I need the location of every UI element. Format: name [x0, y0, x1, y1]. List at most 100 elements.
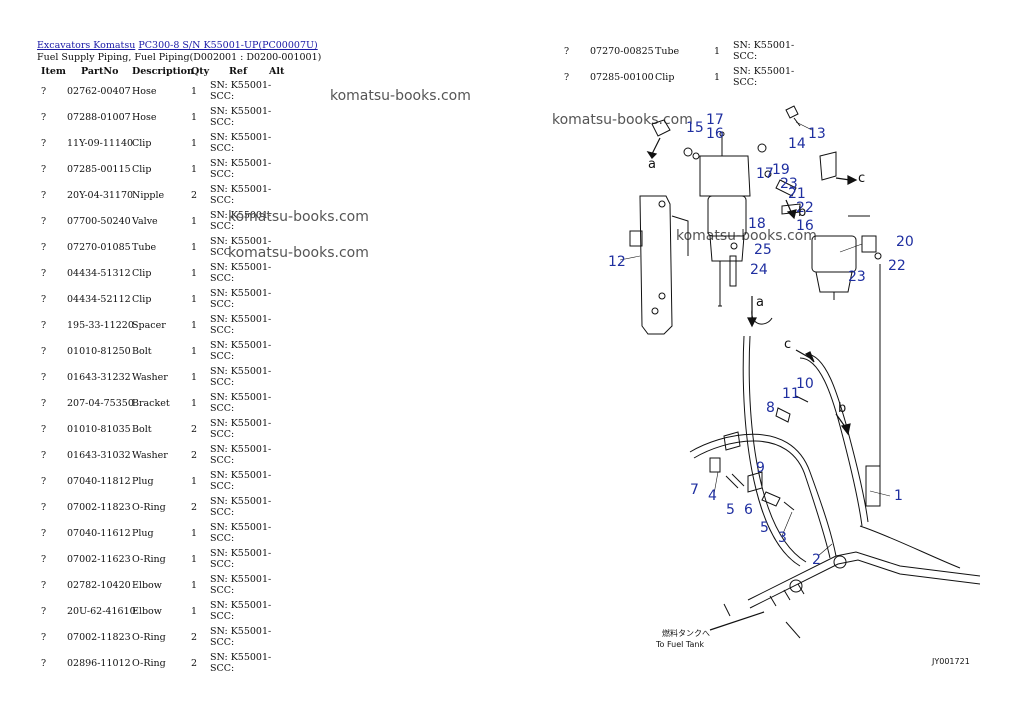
cell-qty: 1: [191, 320, 198, 331]
callout-number: 5: [760, 520, 769, 536]
cell-partno: 07285-00100: [590, 72, 654, 83]
callout-number: 5: [726, 502, 735, 518]
cell-item: ?: [41, 632, 47, 643]
callout-number: 13: [808, 126, 826, 142]
cell-qty: 2: [191, 502, 198, 513]
callout-number: 25: [754, 242, 772, 258]
connection-letter: b: [838, 401, 846, 416]
callout-number: 16: [706, 126, 724, 142]
cell-partno: 01010-81035: [67, 424, 131, 435]
cell-ref: SN: K55001-SCC:: [210, 366, 272, 388]
bracket-shape: [639, 195, 673, 335]
callout-number: 8: [766, 400, 775, 416]
cell-description: Clip: [132, 164, 152, 175]
col-header-qty: Qty: [191, 66, 210, 77]
callout-number: 19: [772, 162, 790, 178]
callout-number: 14: [788, 136, 806, 152]
cell-qty: 1: [191, 346, 198, 357]
cell-item: ?: [41, 268, 47, 279]
cell-partno: 07002-11823: [67, 632, 131, 643]
cell-description: Bolt: [132, 424, 152, 435]
cell-qty: 1: [191, 580, 198, 591]
cell-ref: SN: K55001-SCC:: [210, 262, 272, 284]
callout-number: 11: [782, 386, 800, 402]
watermark-text: komatsu-books.com: [228, 245, 369, 261]
cell-qty: 1: [191, 86, 198, 97]
cell-qty: 1: [714, 72, 721, 83]
cell-ref: SN: K55001-SCC:: [733, 40, 795, 62]
cell-qty: 1: [191, 164, 198, 175]
cell-qty: 2: [191, 632, 198, 643]
connection-letter: c: [858, 171, 865, 186]
cell-description: Nipple: [132, 190, 165, 201]
cell-description: Bracket: [132, 398, 170, 409]
cell-partno: 195-33-11220: [67, 320, 134, 331]
cell-partno: 07040-11812: [67, 476, 131, 487]
cell-description: Plug: [132, 528, 154, 539]
callout-number: 16: [796, 218, 814, 234]
cell-partno: 01643-31232: [67, 372, 131, 383]
cell-ref: SN: K55001-SCC:: [210, 470, 272, 492]
callout-number: 23: [848, 269, 866, 285]
cell-item: ?: [41, 164, 47, 175]
cell-qty: 1: [191, 554, 198, 565]
cell-qty: 1: [191, 112, 198, 123]
watermark-text: komatsu-books.com: [552, 112, 693, 128]
callout-number: 3: [778, 530, 787, 546]
cell-ref: SN: K55001-SCC:: [210, 392, 272, 414]
cell-partno: 207-04-75350: [67, 398, 134, 409]
cell-item: ?: [41, 450, 47, 461]
callout-number: 15: [686, 120, 704, 136]
watermark-text: komatsu-books.com: [676, 228, 817, 244]
callout-number: 24: [750, 262, 768, 278]
connection-letter: c: [784, 337, 791, 352]
cell-qty: 1: [191, 242, 198, 253]
cell-description: Clip: [132, 268, 152, 279]
callout-number: 9: [756, 460, 765, 476]
watermark-text: komatsu-books.com: [228, 209, 369, 225]
cell-partno: 07002-11623: [67, 554, 131, 565]
cell-partno: 02896-11012: [67, 658, 131, 669]
cell-partno: 07270-01085: [67, 242, 131, 253]
cell-partno: 07270-00825: [590, 46, 654, 57]
cell-qty: 2: [191, 450, 198, 461]
cell-qty: 1: [714, 46, 721, 57]
cell-item: ?: [41, 476, 47, 487]
cell-ref: SN: K55001-SCC:: [210, 210, 272, 232]
cell-partno: 20U-62-41610: [67, 606, 136, 617]
callout-number: 22: [796, 200, 814, 216]
cell-item: ?: [41, 346, 47, 357]
breadcrumb: Excavators Komatsu PC300-8 S/N K55001-UP…: [37, 40, 318, 51]
cell-item: ?: [41, 216, 47, 227]
cell-ref: SN: K55001-SCC:: [210, 444, 272, 466]
cell-description: Clip: [132, 138, 152, 149]
cell-description: Elbow: [132, 580, 162, 591]
cell-partno: 04434-52112: [67, 294, 131, 305]
breadcrumb-link-category[interactable]: Excavators Komatsu: [37, 40, 136, 51]
connection-letter: a: [648, 157, 656, 172]
cell-item: ?: [41, 606, 47, 617]
cell-description: Spacer: [132, 320, 166, 331]
to-tank-label-jp: 燃料タンクへ: [662, 628, 710, 638]
cell-ref: SN: K55001-SCC:: [210, 158, 272, 180]
cell-partno: 02762-00407: [67, 86, 131, 97]
cell-partno: 07288-01007: [67, 112, 131, 123]
breadcrumb-link-model[interactable]: PC300-8 S/N K55001-UP(PC00007U): [138, 40, 318, 51]
cell-item: ?: [41, 242, 47, 253]
drawing-id: JY001721: [931, 657, 970, 666]
cell-ref: SN: K55001-SCC:: [210, 548, 272, 570]
page-subtitle: Fuel Supply Piping, Fuel Piping(D002001 …: [37, 52, 322, 63]
